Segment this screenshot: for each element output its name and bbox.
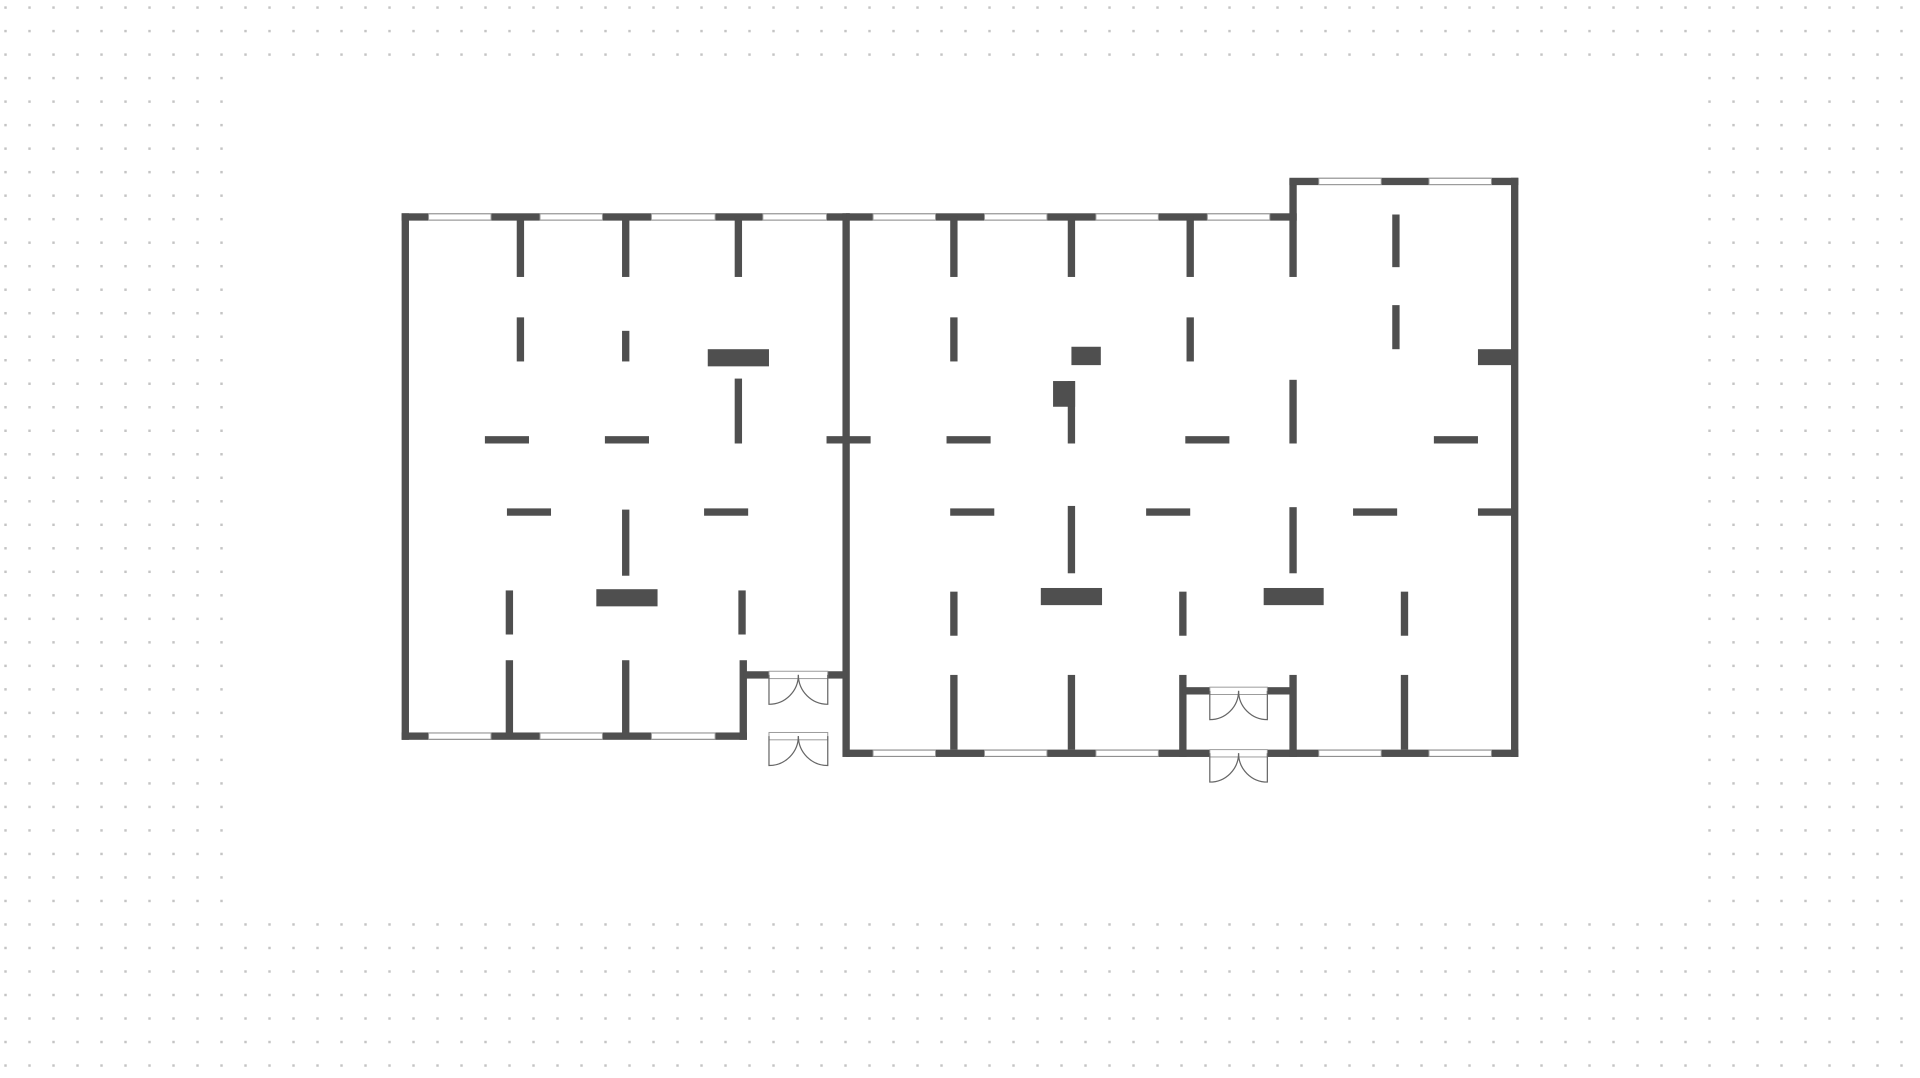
window: [872, 213, 936, 221]
wall-segment: [622, 216, 630, 277]
double-door: [768, 731, 829, 767]
door-leaf-left: [1209, 690, 1240, 721]
wall-segment: [484, 436, 529, 444]
double-door: [1209, 749, 1268, 783]
column-block: [1071, 346, 1101, 366]
wall-segment: [622, 660, 630, 738]
window: [1318, 749, 1382, 757]
wall-segment: [1477, 508, 1515, 516]
column-block: [707, 349, 769, 367]
window: [1095, 749, 1159, 757]
wall-segment: [1186, 216, 1194, 277]
window: [1206, 213, 1271, 221]
wall-segment: [516, 317, 525, 362]
wall-segment: [1400, 674, 1409, 750]
wall-segment: [1067, 505, 1076, 574]
column-block: [1053, 381, 1076, 407]
wall-segment: [1353, 508, 1398, 516]
window: [650, 213, 716, 221]
wall-segment: [505, 590, 514, 635]
wall-segment: [1392, 305, 1400, 350]
wall-segment: [1400, 591, 1409, 636]
window: [762, 213, 828, 221]
door-leaf-right: [1237, 690, 1268, 721]
wall-segment: [946, 436, 991, 444]
window: [428, 732, 492, 740]
wall-segment: [1179, 591, 1187, 636]
window: [872, 749, 936, 757]
wall-segment: [1289, 179, 1297, 277]
wall-segment: [704, 508, 749, 516]
wall-segment: [826, 436, 871, 444]
double-door: [768, 670, 829, 705]
doors: [768, 670, 1268, 783]
window: [1318, 177, 1382, 185]
plan-area-clear: [232, 66, 1688, 907]
wall-segment: [401, 213, 409, 740]
wall-segment: [739, 660, 747, 740]
wall-segment: [734, 216, 743, 277]
wall-segment: [1433, 436, 1478, 444]
wall-segment: [1067, 381, 1076, 444]
wall-segment: [604, 436, 649, 444]
wall-segment: [1289, 177, 1519, 186]
window: [984, 213, 1048, 221]
wall-segment: [1186, 317, 1194, 362]
wall-segment: [950, 216, 958, 277]
window: [1095, 213, 1159, 221]
window: [1428, 177, 1492, 185]
wall-segment: [1067, 674, 1076, 750]
column-block: [1040, 587, 1103, 606]
wall-segment: [1289, 674, 1297, 757]
wall-segment: [622, 330, 630, 362]
wall-segment: [1289, 379, 1297, 444]
wall-segment: [738, 590, 746, 635]
windows: [428, 177, 1492, 757]
column-block: [1263, 587, 1324, 606]
window: [650, 732, 716, 740]
door-leaf-left: [768, 674, 799, 705]
window: [539, 213, 603, 221]
wall-segment: [505, 660, 514, 738]
door-leaf-right: [1237, 753, 1268, 783]
wall-segment: [950, 508, 995, 516]
wall-segment: [734, 378, 743, 444]
door-leaf-right: [797, 674, 829, 705]
window: [428, 213, 492, 221]
walls: [401, 177, 1519, 757]
wall-segment: [1185, 436, 1230, 444]
wall-segment: [950, 317, 958, 362]
wall-segment: [1067, 216, 1076, 277]
door-leaf-left: [1209, 753, 1240, 783]
window: [1428, 749, 1492, 757]
door-leaf-left: [768, 736, 799, 767]
wall-segment: [1146, 508, 1191, 516]
double-door: [1209, 686, 1268, 721]
window: [984, 749, 1048, 757]
wall-segment: [1289, 507, 1297, 574]
column-block: [1477, 349, 1515, 366]
wall-segment: [1511, 177, 1519, 757]
column-block: [596, 589, 658, 607]
wall-segment: [950, 674, 958, 750]
window: [539, 732, 603, 740]
wall-segment: [1179, 674, 1187, 757]
wall-segment: [842, 213, 850, 757]
wall-segment: [516, 216, 525, 277]
door-leaf-right: [797, 736, 829, 767]
wall-segment: [1392, 214, 1400, 268]
wall-segment: [622, 509, 630, 576]
wall-segment: [950, 591, 958, 636]
wall-segment: [506, 508, 552, 516]
